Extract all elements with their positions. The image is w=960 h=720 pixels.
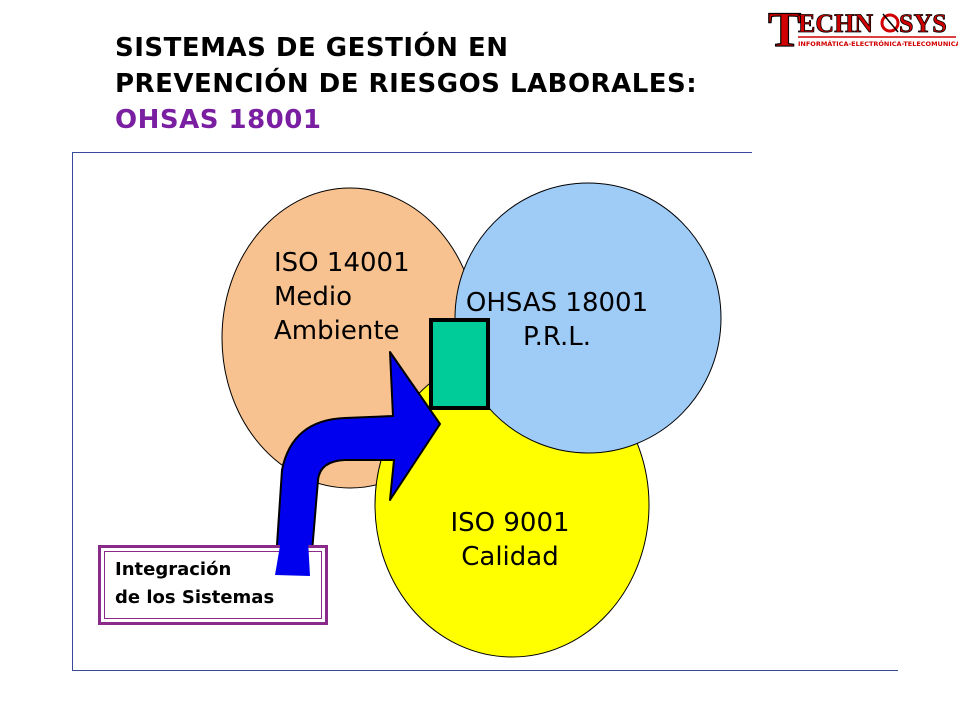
iso9001-line-1: ISO 9001 — [450, 508, 570, 538]
intersection-rect — [429, 318, 490, 410]
iso14001-line-1: ISO 14001 — [274, 248, 410, 278]
frame-left-line — [72, 152, 73, 670]
svg-text:INFORMÁTICA-ELECTRÓNICA-TELECO: INFORMÁTICA-ELECTRÓNICA-TELECOMUNICACION… — [798, 39, 958, 48]
integration-box — [98, 545, 328, 625]
title-line-1: SISTEMAS DE GESTIÓN EN — [115, 33, 509, 63]
frame-top-line — [72, 152, 752, 153]
integration-text: Integración de los Sistemas — [115, 556, 274, 612]
technosys-logo: T ECHN SYS INFORMÁTICA-ELECTRÓNICA-TELEC… — [768, 2, 958, 52]
integration-arrow — [274, 351, 441, 577]
ohsas-line-1: OHSAS 18001 — [465, 288, 649, 318]
integration-line-1: Integración — [115, 559, 232, 580]
svg-text:T: T — [768, 2, 801, 52]
svg-text:SYS: SYS — [899, 9, 947, 38]
iso14001-label: ISO 14001 Medio Ambiente — [274, 246, 410, 348]
integration-line-2: de los Sistemas — [115, 587, 275, 608]
title-line-3: OHSAS 18001 — [115, 105, 322, 135]
frame-bottom-line — [72, 670, 898, 671]
svg-text:ECHN: ECHN — [798, 9, 873, 38]
iso9001-label: ISO 9001 Calidad — [400, 506, 620, 574]
iso9001-line-2: Calidad — [461, 542, 559, 572]
ohsas-line-2: P.R.L. — [522, 322, 592, 352]
title-line-2: PREVENCIÓN DE RIESGOS LABORALES: — [115, 69, 698, 99]
iso14001-line-3: Ambiente — [274, 316, 400, 346]
ohsas-label: OHSAS 18001 P.R.L. — [447, 286, 667, 354]
iso14001-line-2: Medio — [274, 282, 353, 312]
slide-title: SISTEMAS DE GESTIÓN EN PREVENCIÓN DE RIE… — [115, 30, 697, 138]
